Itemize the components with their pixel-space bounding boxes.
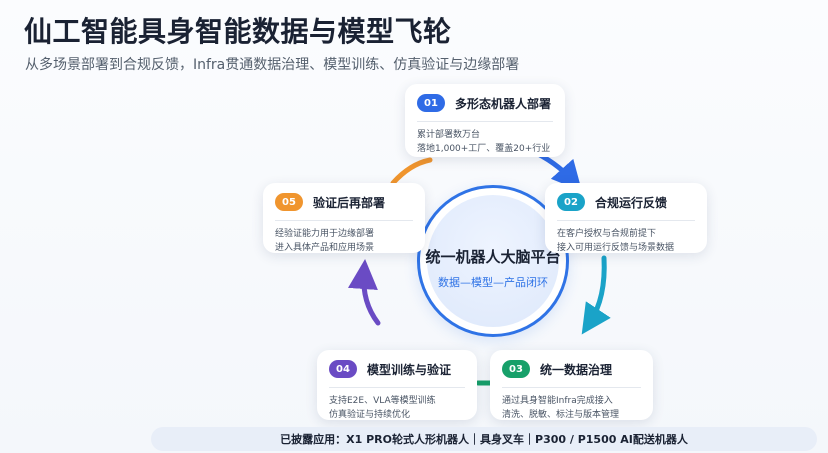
step-badge: 04 [329,360,357,378]
hub-core [427,195,559,327]
card-line-1: 累计部署数万台 [417,130,481,140]
card-line-2: 落地1,000+工厂、覆盖20+行业 [417,144,551,154]
card-line-1: 通过具身智能Infra完成接入 [502,396,613,406]
card-line-2: 进入具体产品和应用场景 [275,243,375,253]
card-step-05: 05 验证后再部署 经验证能力用于边缘部署 进入具体产品和应用场景 [263,183,425,253]
card-line-1: 在客户授权与合规前提下 [557,229,657,239]
footer-bar [151,427,817,451]
page-subtitle: 从多场景部署到合规反馈，Infra贯通数据治理、模型训练、仿真验证与边缘部署 [25,57,520,73]
card-line-1: 支持E2E、VLA等模型训练 [329,396,436,406]
hub-title: 统一机器人大脑平台 [425,248,561,266]
step-badge: 01 [417,94,445,112]
step-badge: 05 [275,193,303,211]
hub-subtitle: 数据—模型—产品闭环 [438,276,548,289]
step-badge: 03 [502,360,530,378]
card-divider [557,220,695,221]
card-divider [275,220,413,221]
card-title: 多形态机器人部署 [455,96,552,111]
step-badge: 02 [557,193,585,211]
card-step-02: 02 合规运行反馈 在客户授权与合规前提下 接入可用运行反馈与场景数据 [545,183,707,253]
card-step-04: 04 模型训练与验证 支持E2E、VLA等模型训练 仿真验证与持续优化 [317,350,477,420]
card-line-1: 经验证能力用于边缘部署 [275,229,375,239]
card-line-2: 清洗、脱敏、标注与版本管理 [502,410,620,420]
page-title: 仙工智能具身智能数据与模型飞轮 [24,15,452,48]
card-title: 合规运行反馈 [595,195,668,210]
card-step-01: 01 多形态机器人部署 累计部署数万台 落地1,000+工厂、覆盖20+行业 [405,84,565,157]
arrow-04-to-05 [347,259,381,326]
card-divider [417,121,553,122]
arrow-02-to-03 [581,255,611,335]
card-divider [329,387,465,388]
card-line-2: 接入可用运行反馈与场景数据 [557,243,675,253]
card-step-03: 03 统一数据治理 通过具身智能Infra完成接入 清洗、脱敏、标注与版本管理 [490,350,653,420]
card-title: 验证后再部署 [313,195,386,210]
card-line-2: 仿真验证与持续优化 [329,410,411,420]
arrow-05-to-01 [390,157,433,186]
card-title: 统一数据治理 [540,362,613,377]
footer-applications: 已披露应用：X1 PRO轮式人形机器人｜具身叉车｜P300 / P1500 AI… [280,433,688,446]
card-title: 模型训练与验证 [367,362,452,377]
card-divider [502,387,641,388]
